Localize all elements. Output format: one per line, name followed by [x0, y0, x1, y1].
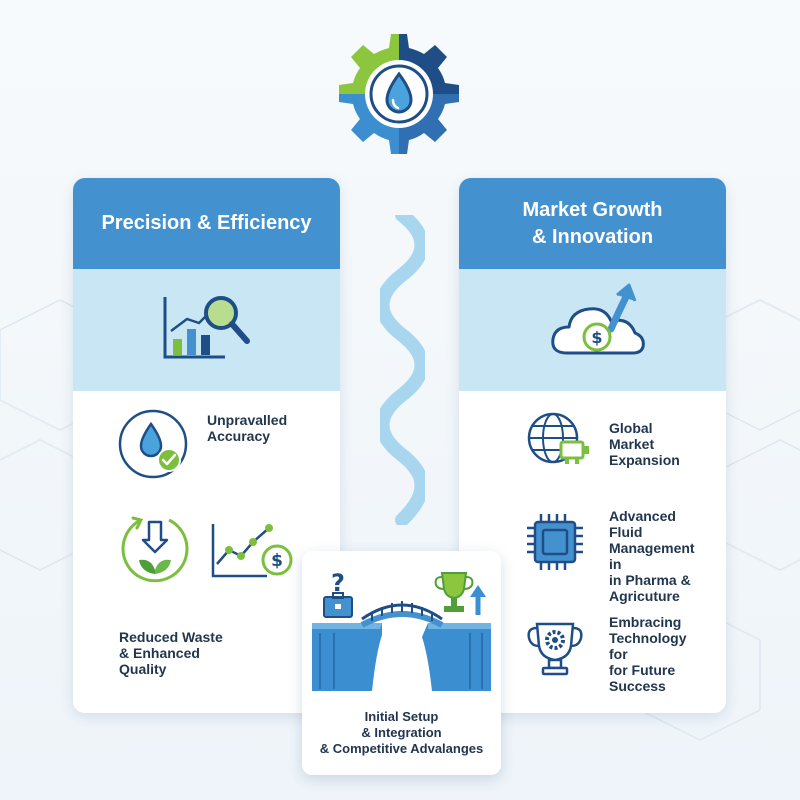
svg-text:$: $	[591, 328, 602, 347]
svg-text:?: ?	[331, 569, 345, 597]
bridge-card: ? Initial Setup & Integration & Competit…	[302, 551, 501, 775]
trophy-gear-icon	[525, 618, 585, 683]
card-title-line1: Market Growth	[522, 198, 663, 221]
card-band	[73, 269, 340, 391]
chip-icon	[525, 512, 585, 577]
card-band: $	[459, 269, 726, 391]
gear-droplet-icon	[335, 30, 463, 158]
card-title-text: Precision & Efficiency	[101, 212, 312, 234]
cloud-dollar-arrow-icon: $	[549, 281, 649, 366]
precision-efficiency-card: Precision & Efficiency Unpravalled A	[73, 178, 340, 713]
market-growth-card: Market Growth & Innovation $	[459, 178, 726, 713]
wave-connector	[380, 215, 425, 525]
feature-text: Embracing Technology for for Future Succ…	[609, 614, 687, 694]
bar-chart-magnifier-icon	[159, 291, 255, 368]
feature-text: Global Market Expansion	[609, 420, 680, 468]
feature-text: Advanced Fluid Management in in Pharma &…	[609, 508, 695, 604]
droplet-check-icon	[117, 408, 195, 485]
card-title-line2: & Innovation	[531, 225, 654, 248]
footer-text: Reduced Waste & Enhanced Quality	[119, 629, 223, 677]
card-title: Precision & Efficiency	[73, 178, 340, 269]
bridge-trophy-icon: ?	[310, 563, 493, 691]
svg-text:$: $	[271, 551, 283, 571]
bridge-text: Initial Setup & Integration & Competitiv…	[319, 709, 484, 756]
globe-pump-icon	[525, 408, 595, 477]
card-title: Market Growth & Innovation	[459, 178, 726, 269]
recycle-leaf-icon	[119, 514, 191, 591]
trend-dollar-icon: $	[207, 522, 297, 587]
feature-text: Unpravalled Accuracy	[207, 412, 288, 444]
